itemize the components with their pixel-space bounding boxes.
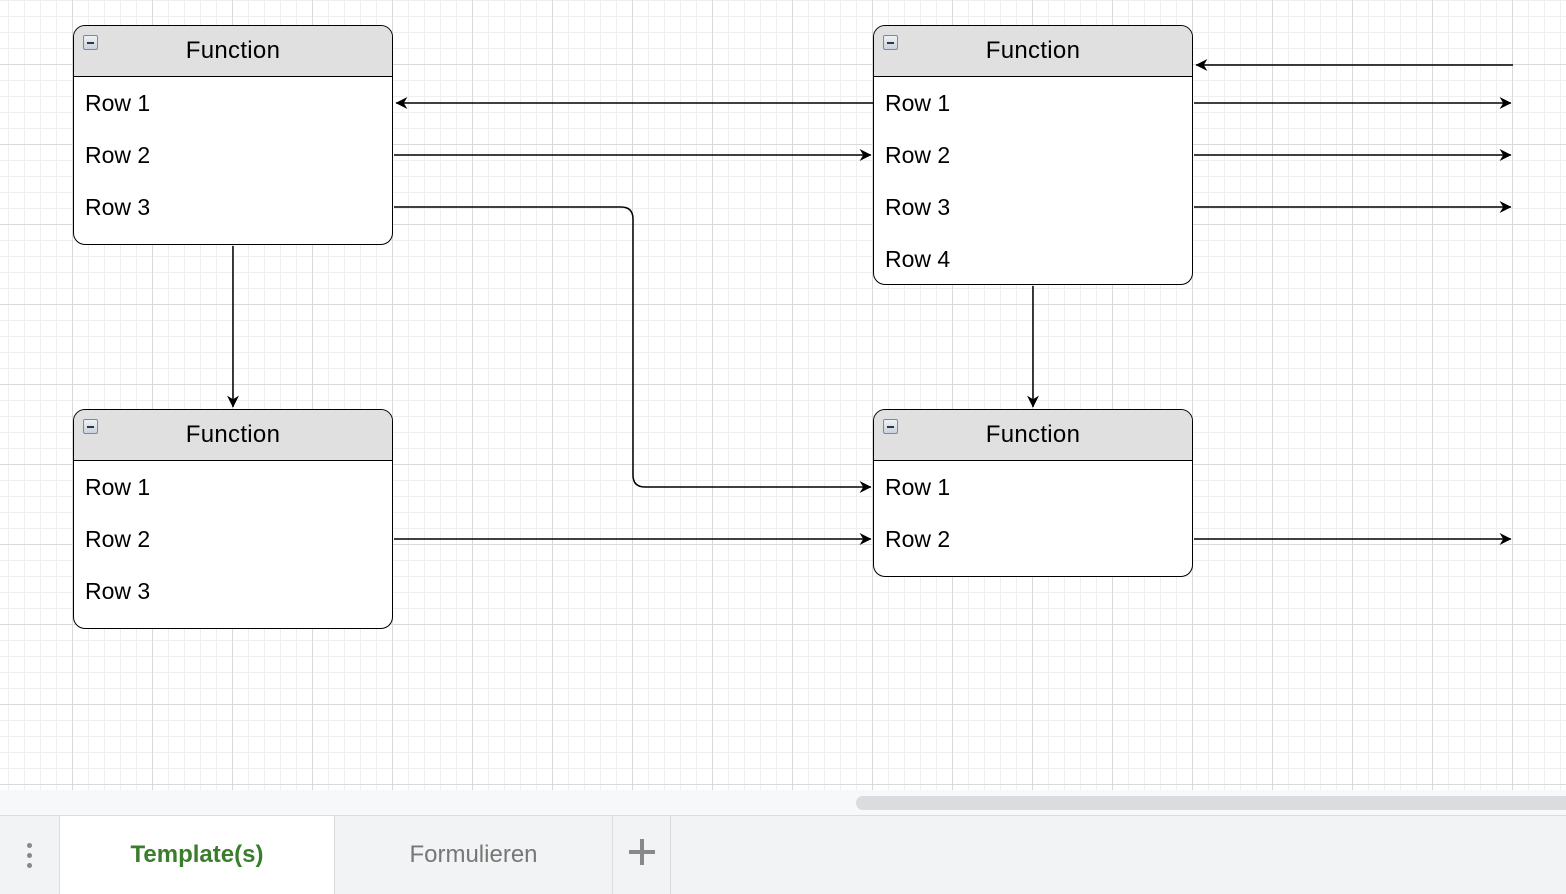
page-tab-bar: Template(s) Formulieren	[0, 816, 1566, 894]
node-header[interactable]: Function	[74, 26, 392, 77]
scrollbar-thumb[interactable]	[856, 796, 1566, 810]
function-node-4[interactable]: Function Row 1 Row 2	[873, 409, 1193, 577]
node-row[interactable]: Row 2	[85, 526, 151, 552]
node-row[interactable]: Row 4	[885, 246, 951, 272]
horizontal-scrollbar[interactable]	[0, 790, 1566, 816]
connectors-layer	[227, 59, 1513, 545]
node-row[interactable]: Row 3	[885, 194, 951, 220]
function-node-2[interactable]: Function Row 1 Row 2 Row 3 Row 4	[873, 25, 1193, 285]
node-row[interactable]: Row 2	[885, 142, 951, 168]
tab-templates[interactable]: Template(s)	[60, 816, 335, 894]
collapse-minus-icon[interactable]	[83, 419, 98, 434]
function-node-1[interactable]: Function Row 1 Row 2 Row 3	[73, 25, 393, 245]
plus-icon	[628, 839, 655, 865]
node-header[interactable]: Function	[874, 26, 1192, 77]
node-row[interactable]: Row 2	[885, 526, 951, 552]
tab-formulieren[interactable]: Formulieren	[335, 816, 613, 894]
node-row[interactable]: Row 3	[85, 578, 151, 604]
node-row[interactable]: Row 1	[885, 90, 951, 116]
node-title: Function	[985, 421, 1081, 448]
edge-n1row3-to-n4row1[interactable]	[394, 206, 872, 493]
node-header[interactable]: Function	[74, 410, 392, 461]
node-row[interactable]: Row 2	[85, 142, 151, 168]
node-row[interactable]: Row 1	[85, 90, 151, 116]
add-page-button[interactable]	[613, 816, 671, 894]
collapse-minus-icon[interactable]	[83, 35, 98, 50]
node-row[interactable]: Row 1	[885, 474, 951, 500]
node-title: Function	[185, 421, 281, 448]
node-title: Function	[185, 37, 281, 64]
pages-menu-button[interactable]	[0, 816, 60, 894]
diagram-canvas[interactable]: Function Row 1 Row 2 Row 3 Function Row …	[0, 0, 1566, 790]
function-node-3[interactable]: Function Row 1 Row 2 Row 3	[73, 409, 393, 629]
node-row[interactable]: Row 1	[85, 474, 151, 500]
node-row[interactable]: Row 3	[85, 194, 151, 220]
collapse-minus-icon[interactable]	[883, 419, 898, 434]
node-header[interactable]: Function	[874, 410, 1192, 461]
node-title: Function	[985, 37, 1081, 64]
collapse-minus-icon[interactable]	[883, 35, 898, 50]
vertical-dots-icon	[27, 842, 32, 868]
